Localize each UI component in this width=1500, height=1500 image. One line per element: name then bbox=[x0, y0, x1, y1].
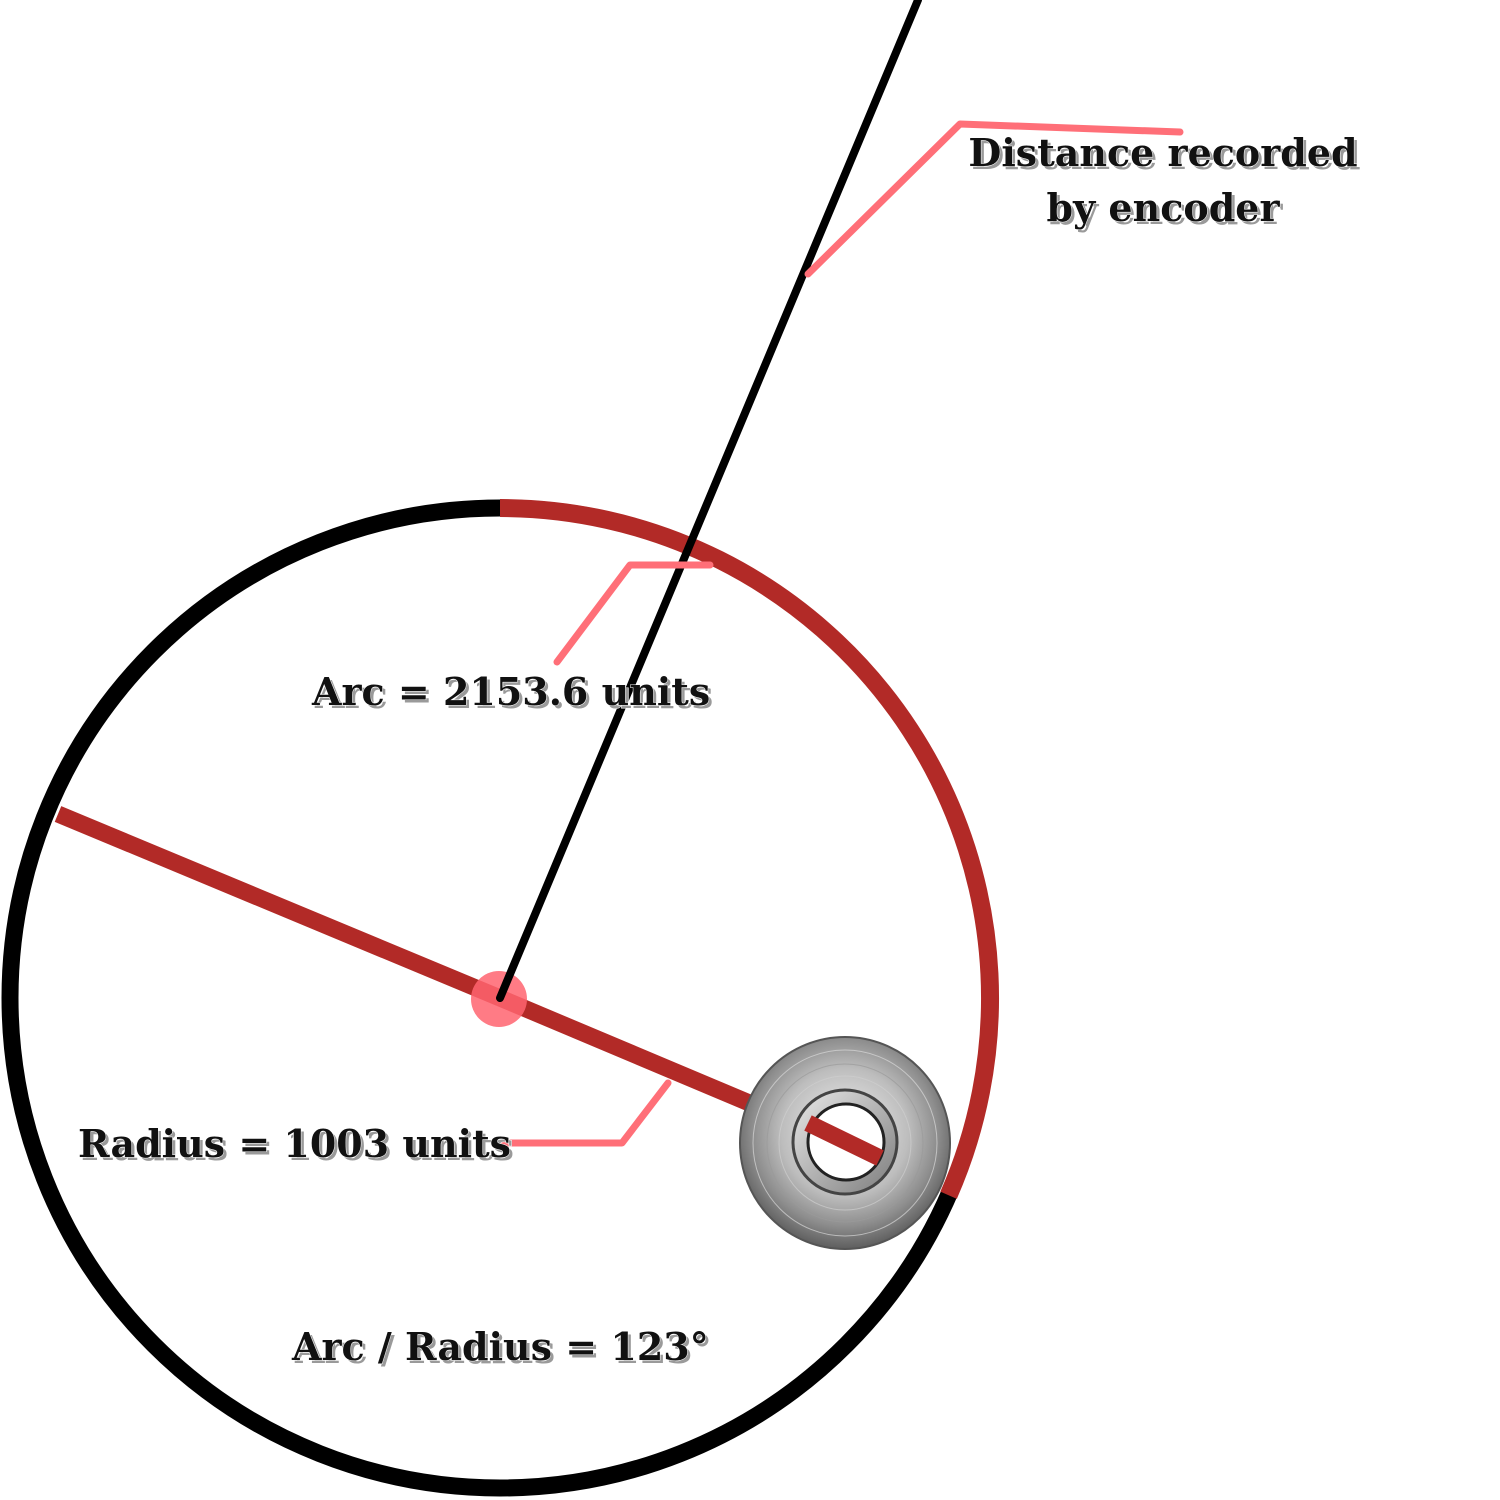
encoder-line bbox=[496, 0, 922, 1002]
encoder-label-line2: by encoder bbox=[1047, 185, 1281, 230]
encoder-leader-line bbox=[804, 120, 1184, 278]
radius-line bbox=[54, 806, 504, 1006]
encoder-label-line1: Distance recorded bbox=[968, 130, 1357, 175]
encoder-wheel-icon bbox=[739, 1036, 951, 1250]
arc-label-shadow: Arc = 2153.6 units bbox=[314, 672, 713, 717]
angle-label: Arc / Radius = 123° bbox=[291, 1324, 709, 1369]
radius-label-shadow: Radius = 1003 units bbox=[81, 1124, 514, 1169]
angle-label-shadow: Arc / Radius = 123° bbox=[294, 1327, 712, 1372]
radius-leader-line bbox=[498, 1079, 672, 1147]
radius-label: Radius = 1003 units bbox=[78, 1121, 511, 1166]
arc-label: Arc = 2153.6 units bbox=[311, 669, 710, 714]
encoder-label-line1-shadow: Distance recorded bbox=[971, 133, 1360, 178]
encoder-label-line2-shadow: by encoder bbox=[1050, 188, 1284, 233]
arc-leader-line bbox=[553, 561, 714, 666]
arc-highlight bbox=[499, 499, 1000, 1199]
